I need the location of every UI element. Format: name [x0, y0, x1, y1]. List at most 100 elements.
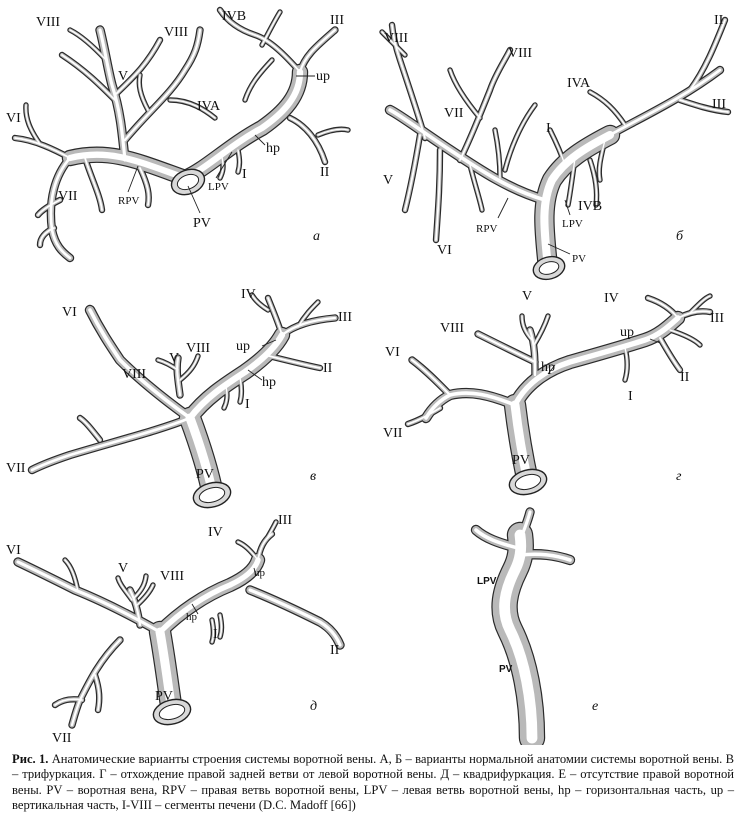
- panel-c-label-pv: PV: [196, 467, 214, 482]
- vessel-highlight: [37, 199, 61, 216]
- panel-e-label-iii: III: [278, 513, 292, 528]
- vessel-highlight: [518, 552, 572, 562]
- vessel-highlight: [388, 108, 547, 202]
- panel-f-label-lpv: LPV: [477, 576, 497, 587]
- panel-e-label-vi: VI: [6, 543, 21, 558]
- vessel-highlight: [689, 19, 726, 91]
- panel-a-label-pv: PV: [193, 216, 211, 231]
- vessel-highlight: [659, 337, 681, 371]
- panel-d-label-up: up: [620, 325, 634, 340]
- panel-e-label-viii: VIII: [160, 569, 184, 584]
- panel-a: VIII VIII V VI VII IVB IVA III II I PV R…: [6, 6, 351, 263]
- vessel-highlight: [84, 157, 103, 211]
- panel-c-label-up: up: [236, 339, 250, 354]
- panel-b-label-lpv: LPV: [562, 218, 583, 230]
- panel-b-label-ivb: IVB: [578, 199, 602, 214]
- vessel-highlight: [518, 510, 532, 542]
- panel-e-pv-lumen: [158, 703, 186, 721]
- panel-c-label-v: V: [169, 351, 179, 366]
- panel-a-label-ii: II: [320, 165, 330, 180]
- vessel-highlight: [16, 560, 162, 634]
- panel-c-label-ii: II: [323, 361, 333, 376]
- panel-c: VI VII VIII VIII V IV III II I PV hp up …: [6, 287, 352, 509]
- caption-text: Анатомические варианты строения системы …: [12, 752, 734, 813]
- vessel-highlight: [239, 377, 243, 403]
- vessel-highlight: [298, 28, 337, 74]
- vessel-highlight: [549, 129, 566, 166]
- vessel-highlight: [261, 11, 281, 46]
- vessel-highlight: [64, 559, 79, 593]
- panel-a-label-iii: III: [330, 13, 344, 28]
- vessel-highlight: [123, 28, 202, 142]
- vessel-highlight: [669, 329, 701, 346]
- vessel-highlight: [117, 577, 133, 601]
- portal-vein-variants-figure: VIII VIII V VI VII IVB IVA III II I PV R…: [6, 6, 732, 745]
- vessel-highlight: [679, 99, 729, 113]
- panel-e-label-i: I: [213, 627, 218, 642]
- panel-d-label-i: I: [628, 389, 633, 404]
- panel-b-pv-lumen: [538, 261, 560, 275]
- panel-b-label-iii: III: [712, 97, 726, 112]
- vessel-highlight: [251, 294, 269, 311]
- vessel-highlight: [476, 332, 537, 364]
- vessel-highlight: [317, 128, 349, 136]
- vessel-highlight: [179, 355, 199, 381]
- vessel-highlight: [61, 54, 116, 101]
- panel-c-label-iv: IV: [241, 287, 256, 302]
- panel-b-label-v: V: [383, 173, 393, 188]
- vessel-highlight: [88, 308, 192, 420]
- vessel-highlight: [474, 528, 520, 550]
- vessel-highlight: [69, 29, 107, 61]
- panel-a-label-i: I: [242, 167, 247, 182]
- panel-e-vessels: [13, 519, 345, 729]
- vessel-highlight: [257, 533, 273, 561]
- panel-c-label-hp: hp: [262, 375, 276, 390]
- panel-d-label-pv: PV: [512, 453, 530, 468]
- vessel-highlight: [135, 584, 154, 607]
- vessel-highlight: [381, 31, 406, 56]
- panel-c-label-iii: III: [338, 310, 352, 325]
- vessel-highlight: [157, 557, 261, 635]
- panel-a-label-v: V: [118, 69, 128, 84]
- panel-e-letter: д: [310, 699, 317, 714]
- panel-a-label-rpv: RPV: [118, 195, 139, 207]
- vessel-highlight: [169, 99, 216, 119]
- vessel-highlight: [449, 69, 481, 119]
- vessel-highlight: [248, 588, 342, 647]
- vessel-highlight: [176, 356, 182, 397]
- vessel-highlight: [598, 139, 606, 181]
- panel-c-vessels: [27, 292, 339, 507]
- panel-a-letter: a: [313, 229, 320, 244]
- panel-e-label-pv: PV: [155, 689, 173, 704]
- panel-c-pv-lumen: [198, 486, 226, 504]
- vessel-highlight: [459, 49, 511, 161]
- panel-c-label-viii-top: VIII: [186, 341, 210, 356]
- vessel-highlight: [66, 68, 304, 182]
- panel-e-label-up: up: [254, 567, 266, 579]
- panel-e-label-vii: VII: [52, 731, 72, 745]
- vessel-highlight: [407, 407, 441, 425]
- vessel-highlight: [114, 39, 161, 96]
- panel-b-label-rpv: RPV: [476, 223, 497, 235]
- vessel-highlight: [391, 24, 426, 139]
- vessel-highlight: [237, 149, 241, 173]
- vessel-highlight: [435, 149, 441, 241]
- panel-a-label-lpv: LPV: [208, 181, 229, 193]
- panel-b-letter: б: [676, 229, 684, 244]
- vessel-highlight: [133, 575, 147, 599]
- vessel-highlight: [624, 347, 628, 381]
- vessel-highlight: [677, 310, 711, 319]
- vessel-highlight: [469, 164, 483, 211]
- vessel-highlight: [264, 354, 321, 369]
- vessel-highlight: [297, 301, 319, 328]
- vessel-highlight: [237, 541, 259, 561]
- vessel-highlight: [25, 104, 41, 145]
- panel-a-label-vi: VI: [6, 111, 21, 126]
- panel-c-label-vii: VII: [6, 461, 26, 476]
- vessel-highlight: [521, 315, 533, 341]
- panel-d-label-vii: VII: [383, 426, 403, 441]
- vessel-highlight: [94, 674, 101, 711]
- panel-d-label-ii: II: [680, 370, 690, 385]
- panel-d-label-hp: hp: [541, 360, 555, 375]
- vessel-highlight: [79, 417, 101, 441]
